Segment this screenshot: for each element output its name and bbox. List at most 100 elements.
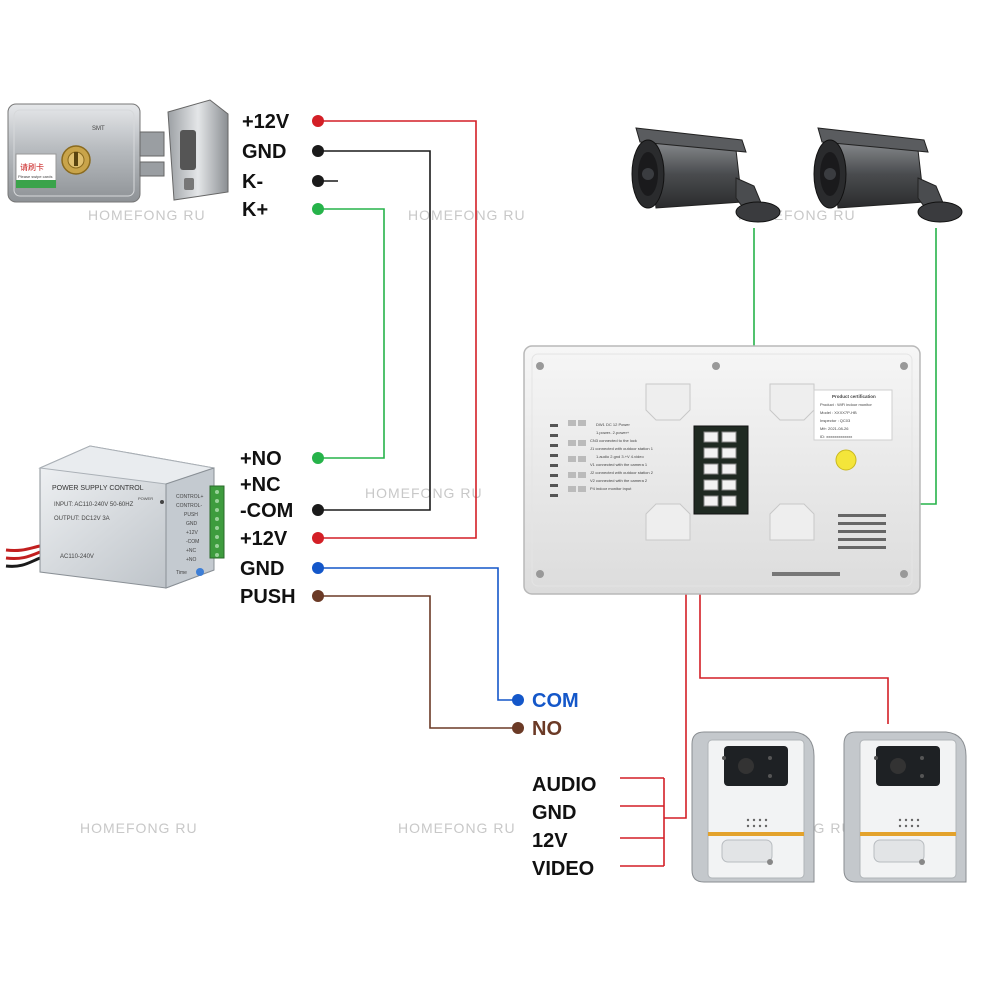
terminal-dot-brown — [312, 590, 324, 602]
screw-icon — [536, 362, 544, 370]
call-button — [721, 839, 773, 863]
monitor-cert-label: Product certification Product : WiFi ind… — [813, 389, 893, 441]
svg-text:J1 connected with outdoor sta: J1 connected with outdoor station 1 — [590, 446, 654, 451]
label-psu-gnd: GND — [240, 558, 284, 580]
lock-badge: SMT — [92, 126, 105, 132]
wire-red-12v — [318, 120, 477, 539]
label-button-no: NO — [532, 718, 562, 740]
psu-time-label: Time — [176, 570, 187, 576]
label-lock-gnd: GND — [242, 141, 286, 163]
watermark-text: HOMEFONG RU — [398, 820, 516, 836]
cert-title: Product certification — [832, 394, 876, 399]
cert-line: Inspector : QC03 — [820, 418, 851, 423]
psu-side-label: +NC — [186, 548, 197, 554]
label-lock-k-minus: K- — [242, 171, 263, 193]
svg-text:J2 connected with outdoor sta: J2 connected with outdoor station 2 — [590, 470, 654, 475]
psu-side-label: GND — [186, 521, 198, 527]
psu-output-spec: OUTPUT: DC12V 3A — [54, 516, 110, 522]
watermark-text: HOMEFONG RU — [80, 820, 198, 836]
doorbell-speaker-holes — [898, 818, 920, 828]
svg-text:1.audio 2.gnd 3.+V 4.video: 1.audio 2.gnd 3.+V 4.video — [596, 454, 644, 459]
svg-text:DW1 DC 12 Power: DW1 DC 12 Power — [596, 422, 630, 427]
screw-icon — [900, 362, 908, 370]
wire-green-k-plus-no — [318, 208, 385, 459]
terminal-dot-red — [312, 115, 324, 127]
svg-text:P4 indoor monitor input: P4 indoor monitor input — [590, 486, 632, 491]
lock-sticker-sub: Please swipe cards — [18, 174, 52, 179]
watermark-text: HOMEFONG RU — [365, 485, 483, 501]
watermark-text: HOMEFONG RU — [88, 207, 206, 223]
camera-1 — [631, 127, 781, 223]
label-psu-no: +NO — [240, 448, 282, 470]
cert-line: ID: xxxxxxxxxxxxx — [820, 434, 852, 439]
lock-sticker-text: 请刷卡 — [20, 162, 44, 172]
psu-side-label: -COM — [186, 539, 199, 545]
monitor-port-info: DW1 DC 12 Power 1.power- 2.power+ CN3 co… — [590, 422, 654, 491]
cert-line: Model : XXXX7P-HB — [820, 410, 857, 415]
outdoor-station-2 — [843, 731, 967, 883]
label-lock-k-plus: K+ — [242, 199, 268, 221]
psu-side-labels: CONTROL+ CONTROL- PUSH GND +12V -COM +NC… — [176, 494, 203, 563]
camera-lens-icon — [642, 168, 654, 180]
wire-black-gnd-com — [318, 150, 431, 511]
lock-terminal-labels: +12V GND K- K+ — [242, 111, 290, 221]
power-led-icon — [160, 500, 164, 504]
terminal-dot-red — [312, 532, 324, 544]
screw-icon — [536, 570, 544, 578]
psu-side-label: +12V — [186, 530, 198, 536]
label-bell-audio: AUDIO — [532, 774, 596, 796]
doorbell-speaker-holes — [746, 818, 768, 828]
terminal-dot-blue — [312, 562, 324, 574]
monitor-speaker-grille — [838, 514, 886, 549]
terminal-dot-green — [312, 452, 324, 464]
terminal-dot-brown — [512, 722, 524, 734]
camera-2 — [813, 127, 963, 223]
watermark-text: HOMEFONG RU — [408, 207, 526, 223]
button-terminal-labels: COM NO — [532, 690, 579, 740]
terminal-dot-blue — [512, 694, 524, 706]
psu-input-spec: INPUT: AC110-240V 50-60HZ — [54, 502, 134, 508]
terminal-dot-black — [312, 175, 324, 187]
label-bell-12v: 12V — [532, 830, 568, 852]
monitor-side-vents — [550, 424, 558, 497]
power-supply-control: POWER SUPPLY CONTROL POWER INPUT: AC110-… — [5, 445, 225, 589]
label-bell-video: VIDEO — [532, 858, 594, 880]
screw-icon — [712, 362, 720, 370]
svg-text:V1 connected with the camera: V1 connected with the camera 1 — [590, 462, 648, 467]
psu-side-label: +NO — [186, 557, 197, 563]
svg-text:1.power- 2.power+: 1.power- 2.power+ — [596, 430, 630, 435]
monitor-port-icons — [568, 420, 586, 492]
doorbell-camera-icon — [890, 758, 906, 774]
terminal-dots — [312, 115, 524, 734]
label-psu-12v: +12V — [240, 528, 288, 550]
lock-strike-plate — [167, 99, 229, 201]
electric-lock: 请刷卡 Please swipe cards SMT — [7, 99, 229, 203]
svg-text:CN3 connected to the lock: CN3 connected to the lock — [590, 438, 637, 443]
monitor-bottom-vent — [772, 572, 840, 576]
camera-lens-icon — [824, 168, 836, 180]
bell-icon — [919, 859, 925, 865]
screw-icon — [900, 570, 908, 578]
cert-line: Mfr: 2021-08-26 — [820, 426, 849, 431]
qc-sticker-icon — [835, 449, 857, 471]
outdoor-station-1 — [691, 731, 815, 883]
monitor-terminal-panel — [693, 425, 749, 515]
label-button-com: COM — [532, 690, 579, 712]
psu-side-label: PUSH — [184, 512, 198, 518]
label-psu-nc: +NC — [240, 474, 281, 496]
psu-title: POWER SUPPLY CONTROL — [52, 485, 144, 492]
label-lock-12v: +12V — [242, 111, 290, 133]
terminal-dot-black — [312, 145, 324, 157]
bell-icon — [767, 859, 773, 865]
label-bell-gnd: GND — [532, 802, 576, 824]
psu-side-label: CONTROL- — [176, 503, 202, 509]
label-psu-com: -COM — [240, 500, 293, 522]
wire-blue-gnd-com — [318, 567, 518, 701]
doorbell-terminal-labels: AUDIO GND 12V VIDEO — [532, 774, 596, 880]
wire-brown-push-no — [318, 595, 518, 729]
psu-power-led-label: POWER — [138, 496, 153, 501]
time-knob-icon — [196, 568, 204, 576]
label-psu-push: PUSH — [240, 586, 296, 608]
svg-text:V2 connected with the camera: V2 connected with the camera 2 — [590, 478, 648, 483]
